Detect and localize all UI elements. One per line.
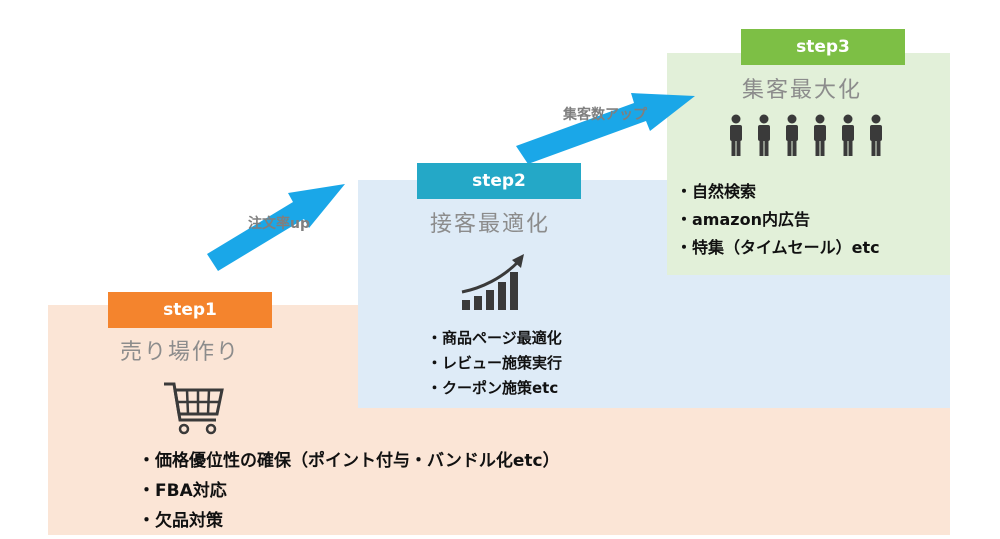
step3-title: 集客最大化 [742, 78, 863, 103]
list-item: ・クーポン施策etc [427, 379, 559, 397]
list-item: ・価格優位性の確保（ポイント付与・バンドル化etc） [138, 451, 560, 471]
arrow-label-visitors: 集客数アップ [563, 107, 647, 123]
step3-item-list: ・自然検索 ・amazon内広告 ・特集（タイムセール）etc [676, 178, 880, 262]
list-item: ・特集（タイムセール）etc [676, 238, 880, 257]
rising-bar-chart-icon [461, 254, 524, 310]
list-item: ・自然検索 [676, 182, 757, 201]
step3-badge: step3 [741, 29, 905, 65]
arrow-label-order-rate: 注文率up [248, 216, 310, 232]
step2-badge: step2 [417, 163, 581, 199]
step3-panel [667, 53, 950, 275]
list-item: ・amazon内広告 [676, 210, 810, 229]
step2-title: 接客最適化 [430, 212, 551, 237]
step1-title: 売り場作り [120, 340, 241, 365]
step2-item-list: ・商品ページ最適化 ・レビュー施策実行 ・クーポン施策etc [427, 326, 562, 401]
step1-badge: step1 [108, 292, 272, 328]
list-item: ・欠品対策 [138, 511, 223, 531]
people-icon [730, 114, 882, 156]
step1-item-list: ・価格優位性の確保（ポイント付与・バンドル化etc） ・FBA対応 ・欠品対策 [138, 446, 560, 536]
shopping-cart-icon [164, 382, 224, 435]
list-item: ・FBA対応 [138, 481, 227, 501]
list-item: ・レビュー施策実行 [427, 354, 563, 372]
list-item: ・商品ページ最適化 [427, 329, 562, 347]
